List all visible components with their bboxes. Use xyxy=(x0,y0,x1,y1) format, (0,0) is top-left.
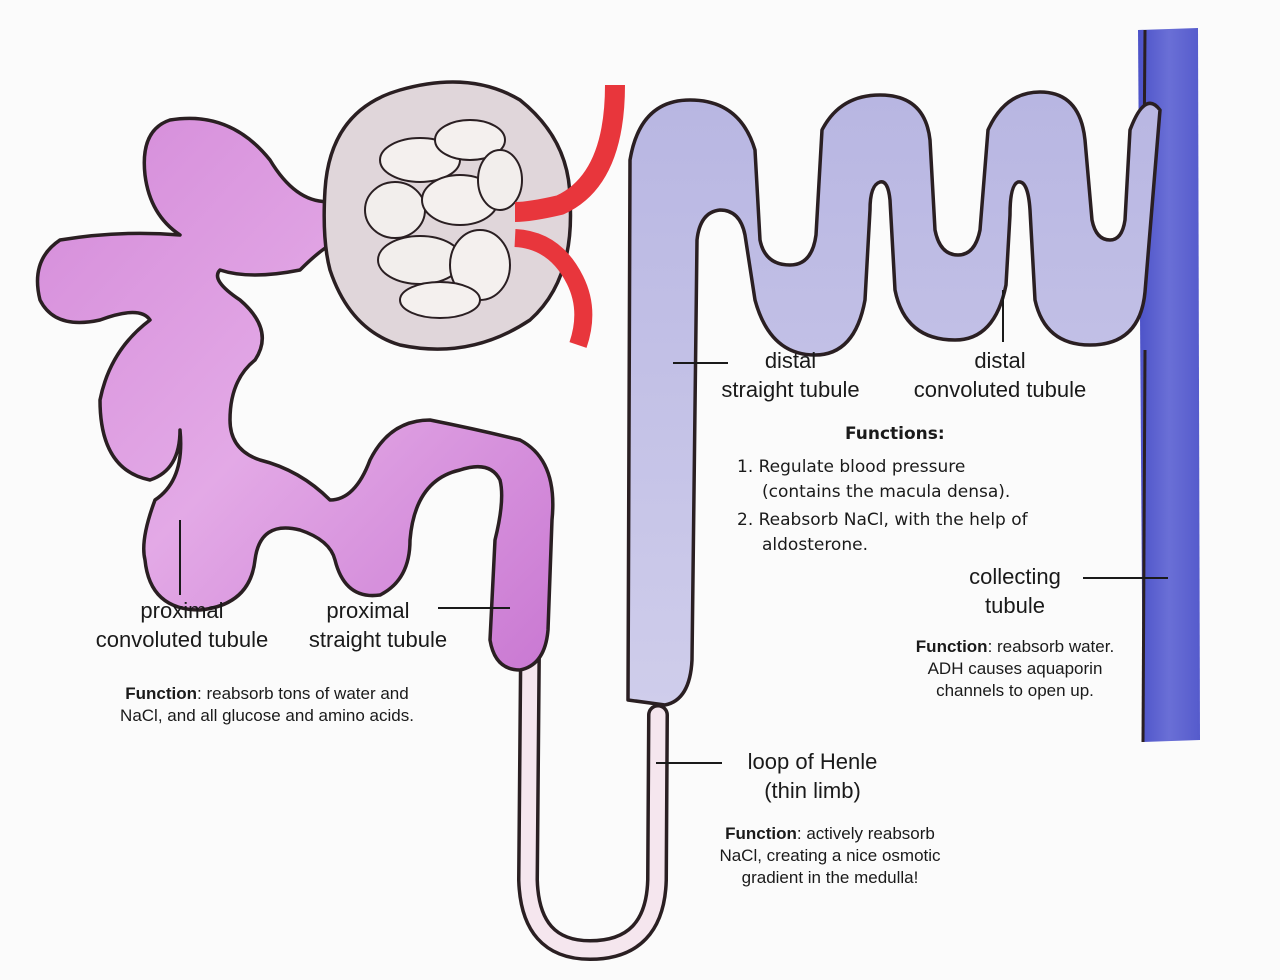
label-line: proximal xyxy=(326,598,410,623)
label-line: loop of Henle xyxy=(747,749,878,774)
label-line: collecting xyxy=(969,564,1061,589)
function-loop: Function: actively reabsorb NaCl, creati… xyxy=(680,823,980,889)
glomerulus xyxy=(364,119,523,319)
function-distal-heading: Functions: xyxy=(845,424,945,444)
label-line: straight tubule xyxy=(308,627,448,652)
function-item: 1. Regulate blood pressure xyxy=(737,457,966,477)
label-loop-of-henle: loop of Henle (thin limb) xyxy=(730,747,895,805)
function-proximal: Function: reabsorb tons of water and NaC… xyxy=(82,683,452,727)
function-heading: Function xyxy=(125,684,198,703)
function-item-cont: aldosterone. xyxy=(762,535,868,555)
function-text: : reabsorb water. xyxy=(987,637,1115,656)
label-line: proximal xyxy=(140,598,224,623)
function-heading: Function xyxy=(725,824,797,843)
label-proximal-convoluted-tubule: proximal convoluted tubule xyxy=(82,596,282,654)
label-line: (thin limb) xyxy=(764,778,861,803)
loop-of-henle xyxy=(516,637,669,962)
leader-lines xyxy=(179,290,1168,764)
label-distal-convoluted-tubule: distal convoluted tubule xyxy=(900,346,1100,404)
function-text: channels to open up. xyxy=(936,681,1094,700)
function-text: : actively reabsorb xyxy=(796,824,935,843)
distal-tubule xyxy=(626,90,1162,707)
efferent-arteriole xyxy=(514,229,593,348)
function-text: NaCl, creating a nice osmotic xyxy=(719,846,941,865)
label-proximal-straight-tubule: proximal straight tubule xyxy=(298,596,458,654)
function-text: ADH causes aquaporin xyxy=(927,659,1103,678)
function-text: gradient in the medulla! xyxy=(741,868,919,887)
function-text: : reabsorb tons of water and xyxy=(197,684,409,703)
function-item-cont: (contains the macula densa). xyxy=(762,482,1011,502)
label-line: tubule xyxy=(985,593,1045,618)
label-line: convoluted tubule xyxy=(95,627,269,652)
function-text: NaCl, and all glucose and amino acids. xyxy=(120,706,414,725)
label-line: distal xyxy=(764,348,817,373)
proximal-tubule xyxy=(35,116,555,672)
function-item: 2. Reabsorb NaCl, with the help of xyxy=(737,510,1028,530)
label-line: straight tubule xyxy=(721,377,860,402)
label-distal-straight-tubule: distal straight tubule xyxy=(708,346,873,404)
label-collecting-tubule: collecting tubule xyxy=(950,562,1080,620)
function-heading: Function xyxy=(915,637,988,656)
function-collecting: Function: reabsorb water. ADH causes aqu… xyxy=(895,636,1135,702)
function-distal-list: 1. Regulate blood pressure (contains the… xyxy=(737,455,1028,558)
label-line: convoluted tubule xyxy=(913,377,1087,402)
afferent-arteriole xyxy=(514,84,625,222)
label-line: distal xyxy=(974,348,1026,373)
